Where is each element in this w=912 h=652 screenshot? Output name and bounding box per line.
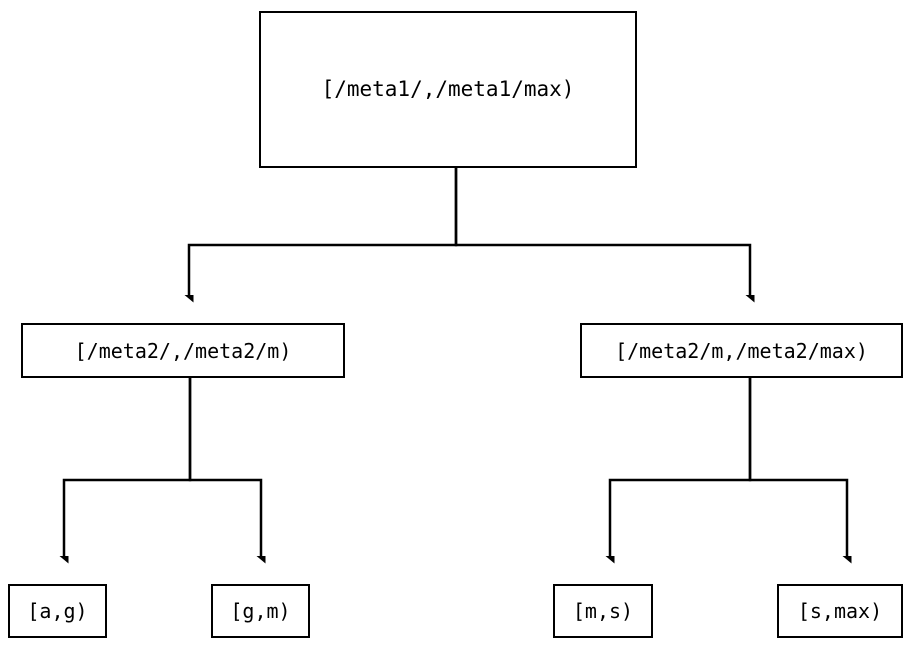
node-leaf-ms-label: [m,s) (572, 599, 634, 623)
node-mid-left: [/meta2/,/meta2/m) (21, 323, 345, 378)
edge-mid-left-to-leaf-gm (188, 378, 261, 556)
node-root: [/meta1/,/meta1/max) (259, 11, 637, 168)
node-leaf-smax-label: [s,max) (797, 599, 883, 623)
edge-mid-right-to-leaf-smax (748, 378, 847, 556)
edge-mid-left-to-leaf-ag (64, 378, 192, 556)
node-leaf-smax: [s,max) (777, 584, 903, 638)
node-mid-right-label: [/meta2/m,/meta2/max) (615, 338, 868, 363)
edge-mid-right-to-leaf-ms (610, 378, 752, 556)
edge-root-to-mid-right (454, 168, 750, 295)
edge-root-to-mid-left (189, 168, 458, 295)
node-root-label: [/meta1/,/meta1/max) (321, 77, 575, 101)
node-leaf-gm: [g,m) (211, 584, 310, 638)
node-mid-right: [/meta2/m,/meta2/max) (580, 323, 903, 378)
node-mid-left-label: [/meta2/,/meta2/m) (74, 338, 292, 363)
node-leaf-gm-label: [g,m) (230, 599, 291, 623)
node-leaf-ag: [a,g) (8, 584, 107, 638)
node-leaf-ag-label: [a,g) (27, 599, 88, 623)
node-leaf-ms: [m,s) (553, 584, 653, 638)
